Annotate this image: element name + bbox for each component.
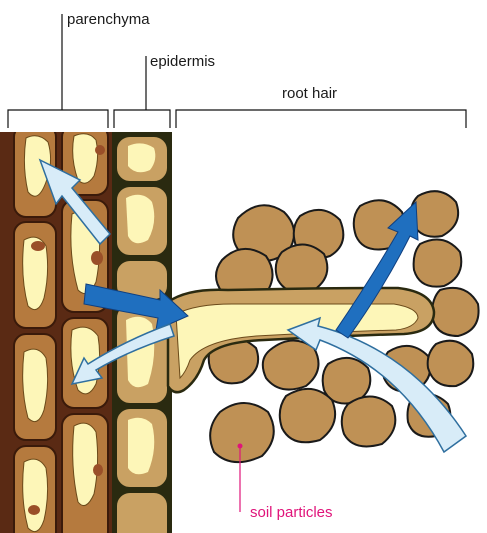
parenchyma-cell (62, 414, 108, 533)
soil-particles-label: soil particles (250, 504, 333, 521)
soil-particle (280, 389, 335, 442)
epidermis-cell (116, 408, 168, 488)
soil-particle (263, 340, 319, 389)
soil-particle (276, 244, 328, 292)
soil-particle (210, 403, 274, 462)
parenchyma-label: parenchyma (67, 11, 150, 28)
parenchyma-cell (14, 222, 56, 328)
root-hair-bracket (176, 110, 466, 128)
epidermis-label: epidermis (150, 53, 215, 70)
soil-particle (432, 288, 479, 336)
epidermis-cell (116, 492, 168, 533)
epidermis-cell (116, 186, 168, 256)
parenchyma-bracket (8, 14, 108, 128)
root-hair-label: root hair (282, 85, 337, 102)
soil-particle (414, 240, 462, 287)
parenchyma-cell (14, 334, 56, 440)
soil-particle (428, 341, 474, 387)
epidermis-cell (116, 136, 168, 182)
soil-particle (342, 396, 396, 446)
parenchyma-cell (14, 446, 56, 533)
soil-particles-dot (238, 444, 243, 449)
